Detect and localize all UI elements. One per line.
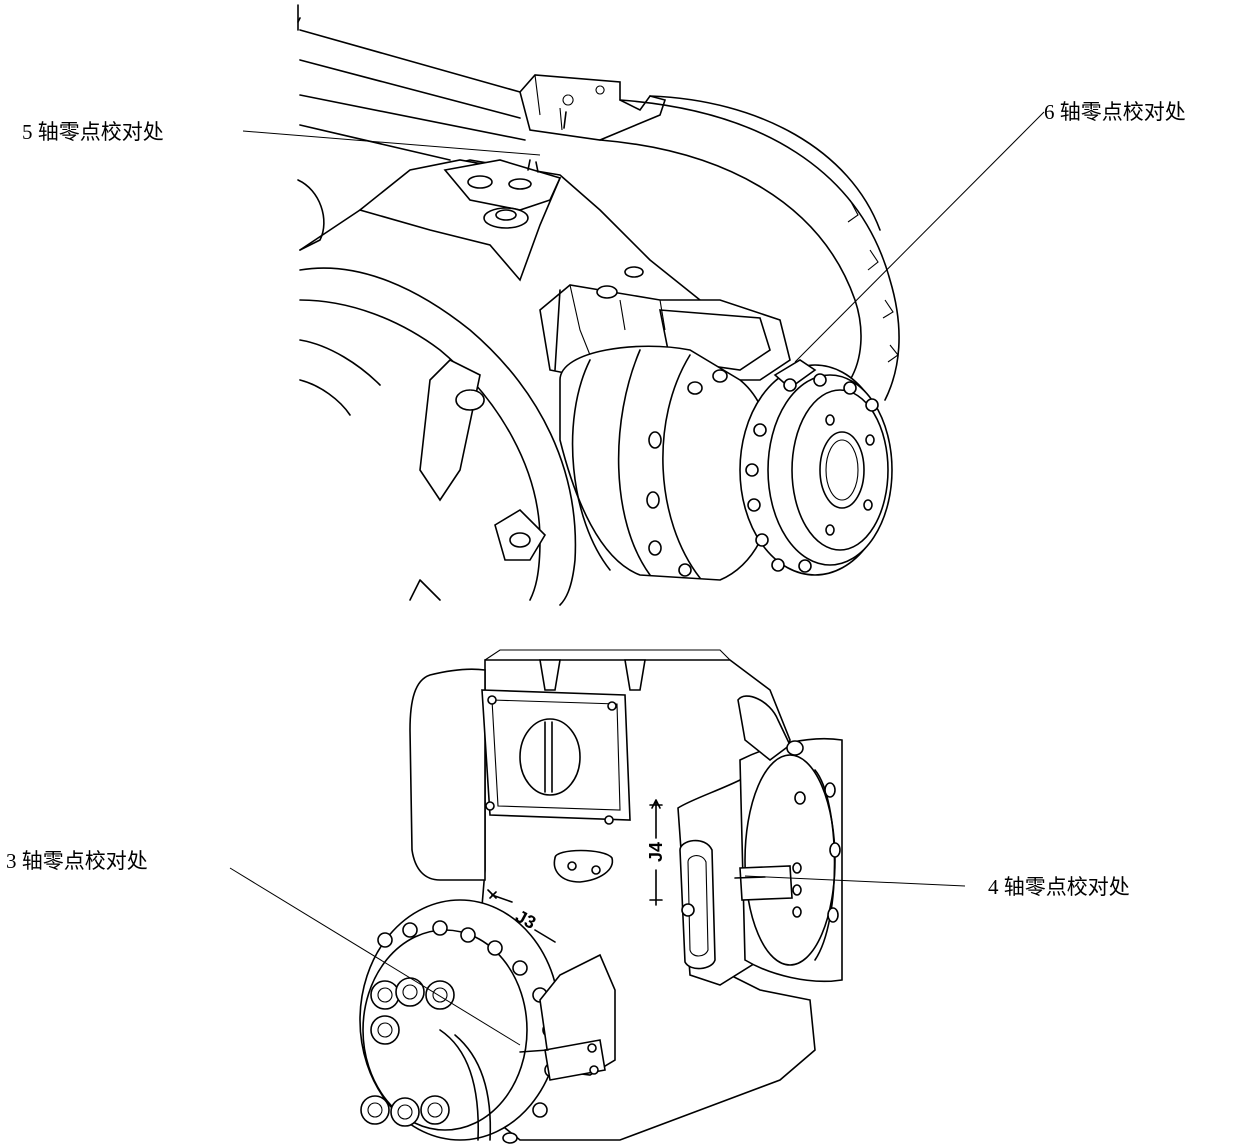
axis5-leader [242,130,541,156]
lower-arm-figure [229,649,966,1144]
inner-bolt-cluster [360,977,455,1127]
flange-bolts [745,373,879,573]
axis4-leader [744,875,966,887]
axis4-calibration-label: 4 轴零点校对处 [988,875,1130,899]
axis6-calibration-label: 6 轴零点校对处 [1044,100,1186,124]
j4-marking: J4 [646,842,666,862]
axis5-calibration-label: 5 轴零点校对处 [22,120,164,144]
axis3-leader [229,867,521,1046]
axis3-calibration-label: 3 轴零点校对处 [6,849,148,873]
axis6-leader [794,111,1045,363]
upper-wrist-figure [242,4,1045,606]
